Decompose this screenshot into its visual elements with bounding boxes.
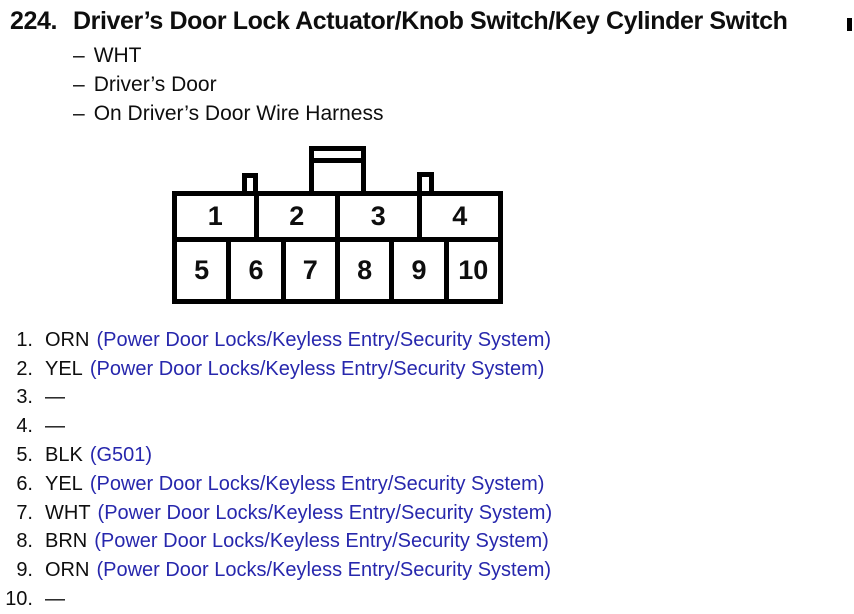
connector-top-row: 1 2 3 4 bbox=[177, 196, 498, 242]
connector-pin-cell-7: 7 bbox=[286, 242, 340, 299]
pin-list-item: 2. YEL (Power Door Locks/Keyless Entry/S… bbox=[0, 355, 854, 384]
pin-number: 2. bbox=[16, 357, 33, 380]
connector-right-tab bbox=[417, 172, 434, 191]
latch-cap-line bbox=[314, 158, 361, 163]
pin-number: 3. bbox=[16, 386, 33, 409]
pin-circuit: (G501) bbox=[89, 444, 153, 467]
pin-number: 10. bbox=[5, 588, 33, 611]
pin-number: 9. bbox=[16, 559, 33, 582]
connector-pin-cell-8: 8 bbox=[340, 242, 395, 299]
pin-number: 5. bbox=[16, 444, 33, 467]
connector-pin-cell-2: 2 bbox=[259, 196, 340, 237]
page-edge-artifact bbox=[847, 18, 852, 31]
dash-bullet: – bbox=[73, 73, 85, 96]
pin-circuit: (Power Door Locks/Keyless Entry/Security… bbox=[94, 530, 549, 553]
pin-wire-color: YEL bbox=[45, 472, 83, 495]
pin-list-item: 3. — bbox=[0, 384, 854, 413]
pin-circuit: (Power Door Locks/Keyless Entry/Security… bbox=[96, 328, 552, 351]
pin-wire-color: ORN bbox=[45, 559, 90, 582]
connector-left-tab bbox=[242, 173, 258, 191]
detail-label: WHT bbox=[93, 44, 142, 67]
detail-label: On Driver’s Door Wire Harness bbox=[93, 102, 384, 125]
detail-line-harness: – On Driver’s Door Wire Harness bbox=[73, 99, 383, 128]
detail-label: Driver’s Door bbox=[93, 73, 217, 96]
page-title: 224. Driver’s Door Lock Actuator/Knob Sw… bbox=[10, 7, 850, 36]
pin-wire-color: BRN bbox=[45, 530, 88, 553]
pin-wire-color: YEL bbox=[45, 357, 83, 380]
pin-wire-color: — bbox=[45, 415, 65, 438]
dash-bullet: – bbox=[73, 102, 85, 125]
pin-wire-color: — bbox=[45, 386, 65, 409]
pin-circuit: (Power Door Locks/Keyless Entry/Security… bbox=[96, 559, 552, 582]
pin-number: 7. bbox=[16, 501, 33, 524]
pin-number: 4. bbox=[16, 415, 33, 438]
pin-circuit: (Power Door Locks/Keyless Entry/Security… bbox=[97, 501, 553, 524]
pin-wire-color: — bbox=[45, 588, 65, 611]
pin-number: 1. bbox=[16, 328, 33, 351]
connector-pin-cell-10: 10 bbox=[458, 255, 489, 285]
connector-pin-cell-3: 3 bbox=[340, 196, 422, 237]
pin-circuit: (Power Door Locks/Keyless Entry/Security… bbox=[89, 472, 545, 495]
pin-wire-color: ORN bbox=[45, 328, 90, 351]
connector-pin-cell-5: 5 bbox=[177, 242, 232, 299]
pin-circuit: (Power Door Locks/Keyless Entry/Security… bbox=[89, 357, 545, 380]
pin-number: 8. bbox=[16, 530, 33, 553]
pin-list-item: 8. BRN (Power Door Locks/Keyless Entry/S… bbox=[0, 528, 854, 557]
pin-list-item: 4. — bbox=[0, 412, 854, 441]
pin-list-item: 7. WHT (Power Door Locks/Keyless Entry/S… bbox=[0, 499, 854, 528]
detail-line-location: – Driver’s Door bbox=[73, 70, 383, 99]
component-item-number: 224. bbox=[10, 7, 58, 35]
connector-pin-cell-1: 1 bbox=[177, 196, 259, 237]
pin-wire-color: WHT bbox=[45, 501, 91, 524]
pin-list-item: 9. ORN (Power Door Locks/Keyless Entry/S… bbox=[0, 556, 854, 585]
component-title: Driver’s Door Lock Actuator/Knob Switch/… bbox=[73, 7, 788, 35]
connector-diagram: 1 2 3 4 5 6 7 8 9 10 bbox=[172, 191, 503, 304]
connector-bottom-row: 5 6 7 8 9 10 bbox=[177, 242, 498, 299]
connector-pin-cell-4: 4 bbox=[452, 201, 468, 231]
pin-list: 1. ORN (Power Door Locks/Keyless Entry/S… bbox=[0, 326, 854, 614]
connector-latch-tab bbox=[309, 146, 366, 191]
detail-line-color: – WHT bbox=[73, 41, 383, 70]
dash-bullet: – bbox=[73, 44, 85, 67]
pin-list-item: 10. — bbox=[0, 585, 854, 614]
pin-wire-color: BLK bbox=[45, 444, 83, 467]
pin-list-item: 6. YEL (Power Door Locks/Keyless Entry/S… bbox=[0, 470, 854, 499]
pin-number: 6. bbox=[16, 472, 33, 495]
pin-list-item: 1. ORN (Power Door Locks/Keyless Entry/S… bbox=[0, 326, 854, 355]
connector-pin-cell-9: 9 bbox=[394, 242, 449, 299]
connector-pin-cell-6: 6 bbox=[231, 242, 286, 299]
pin-list-item: 5. BLK (G501) bbox=[0, 441, 854, 470]
component-details: – WHT – Driver’s Door – On Driver’s Door… bbox=[73, 41, 383, 128]
